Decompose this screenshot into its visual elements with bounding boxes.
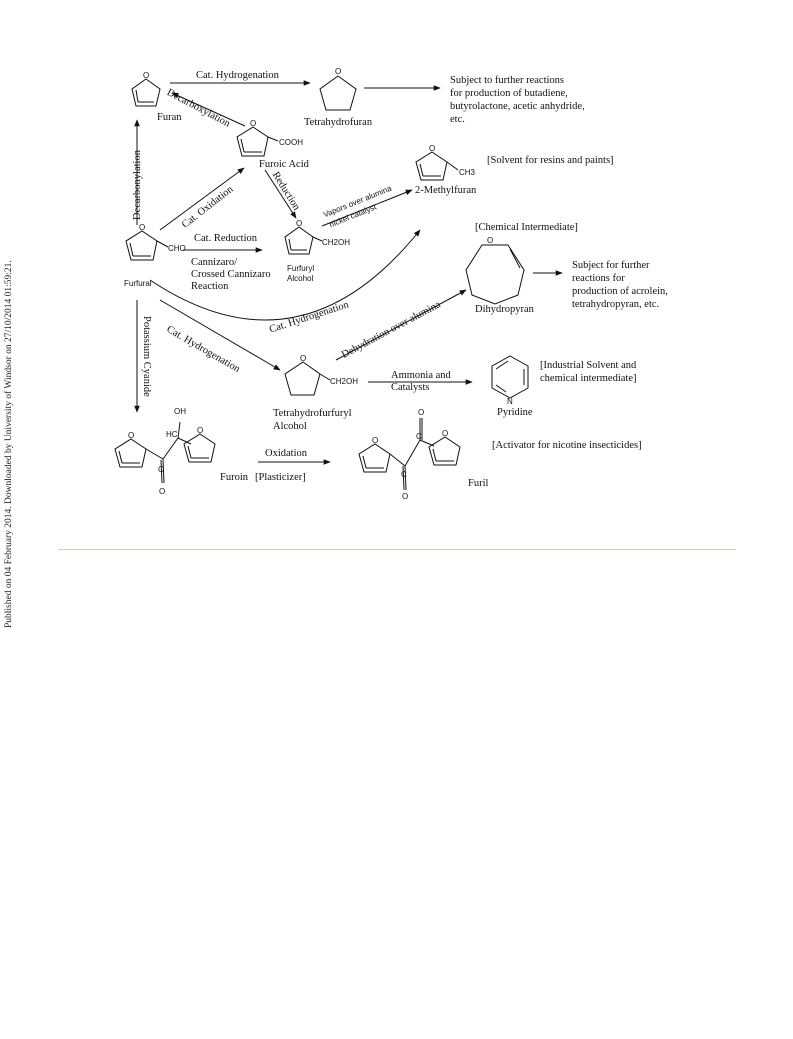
furil-left-oxygen: O — [372, 436, 379, 445]
methylfuran-structure — [415, 151, 459, 181]
furoin-right-oxygen: O — [197, 426, 204, 435]
furfuryl-oxygen: O — [296, 219, 303, 228]
divider-line — [58, 549, 736, 550]
label-plasticizer: [Plasticizer] — [255, 472, 306, 483]
label-dihydropyran: Dihydropyran — [475, 304, 534, 315]
furoin-carbon: C — [158, 465, 164, 474]
label-tetrahydrofuran: Tetrahydrofuran — [304, 117, 373, 128]
furoic-acid-structure — [236, 126, 279, 157]
rxn-cannizaro-1: Cannizaro/ — [191, 257, 238, 268]
rxn-ammonia-1: Ammonia and — [391, 370, 451, 381]
dihydropyran-structure — [465, 244, 525, 305]
rxn-ammonia-2: Catalysts — [391, 382, 430, 393]
rxn-cat-reduction: Cat. Reduction — [194, 233, 257, 244]
label-furfuryl-alcohol: Alcohol — [287, 274, 314, 283]
furan-structure — [131, 78, 161, 107]
rxn-cannizaro-3: Reaction — [191, 281, 229, 292]
furoic-cooh: COOH — [279, 138, 303, 147]
rxn-cannizaro-2: Crossed Cannizaro — [191, 269, 271, 280]
note-solvent-resins: [Solvent for resins and paints] — [487, 155, 614, 166]
furil-bottom-carbon: C — [401, 470, 407, 479]
note-thf-4: etc. — [450, 114, 465, 125]
furoic-oxygen: O — [250, 119, 257, 128]
note-thf-1: Subject to further reactions — [450, 75, 565, 86]
furoin-structure — [114, 421, 216, 484]
furoin-left-oxygen: O — [128, 431, 135, 440]
furfuryl-ch2oh: CH2OH — [322, 238, 351, 247]
label-thfa-2: Alcohol — [273, 421, 307, 432]
note-dhp-4: tetrahydropyran, etc. — [572, 299, 660, 310]
pyridine-nitrogen: N — [507, 397, 513, 406]
furfural-oxygen: O — [139, 223, 146, 232]
note-activator: [Activator for nicotine insecticides] — [492, 440, 642, 451]
label-furoic-acid: Furoic Acid — [259, 159, 309, 170]
thfa-oxygen: O — [300, 354, 307, 363]
dihydropyran-oxygen: O — [487, 236, 494, 245]
furfural-cho: CHO — [168, 244, 186, 253]
furil-top-oxygen: O — [418, 408, 425, 417]
label-furoin: Furoin — [220, 472, 249, 483]
label-thfa-1: Tetrahydrofurfuryl — [273, 408, 352, 419]
label-pyridine: Pyridine — [497, 407, 533, 418]
methylfuran-oxygen: O — [429, 144, 436, 153]
note-pyridine-2: chemical intermediate] — [540, 373, 637, 384]
furfuryl-alcohol-structure — [284, 226, 323, 255]
note-dhp-1: Subject for further — [572, 260, 650, 271]
furil-bottom-oxygen: O — [402, 492, 409, 501]
label-furan: Furan — [157, 112, 182, 123]
note-pyridine-1: [Industrial Solvent and — [540, 360, 637, 371]
note-dhp-2: reactions for — [572, 273, 625, 284]
methylfuran-ch3: CH3 — [459, 168, 476, 177]
label-furfuryl: Furfuryl — [287, 264, 315, 273]
furoin-hc: HC — [166, 430, 178, 439]
rxn-oxidation: Oxidation — [265, 448, 307, 459]
note-dhp-3: production of acrolein, — [572, 286, 668, 297]
rxn-potassium-cyanide: Potassium Cyanide — [141, 316, 152, 397]
tetrahydrofuran-structure — [319, 75, 357, 111]
furil-top-carbon: C — [416, 432, 422, 441]
furoin-hydroxyl: OH — [174, 407, 186, 416]
thfa-ch2oh: CH2OH — [330, 377, 359, 386]
label-2-methylfuran: 2-Methylfuran — [415, 185, 477, 196]
note-thf-3: butyrolactone, acetic anhydride, — [450, 101, 585, 112]
note-chemical-intermediate: [Chemical Intermediate] — [475, 222, 578, 233]
reaction-arrows — [134, 80, 563, 465]
label-furil: Furil — [468, 478, 489, 489]
thf-oxygen: O — [335, 67, 342, 76]
furil-structure — [358, 418, 461, 491]
rxn-cat-hydrogenation-top: Cat. Hydrogenation — [196, 70, 279, 81]
furfural-structure — [125, 230, 169, 261]
label-furfural: Furfural — [124, 279, 152, 288]
furil-right-oxygen: O — [442, 429, 449, 438]
pyridine-structure — [491, 355, 529, 399]
thfa-structure — [284, 361, 331, 396]
note-thf-2: for production of butadiene, — [450, 88, 568, 99]
rxn-decarbonylation: Decarbonylation — [132, 150, 143, 220]
furan-oxygen: O — [143, 71, 150, 80]
furoin-carbonyl-oxygen: O — [159, 487, 166, 496]
